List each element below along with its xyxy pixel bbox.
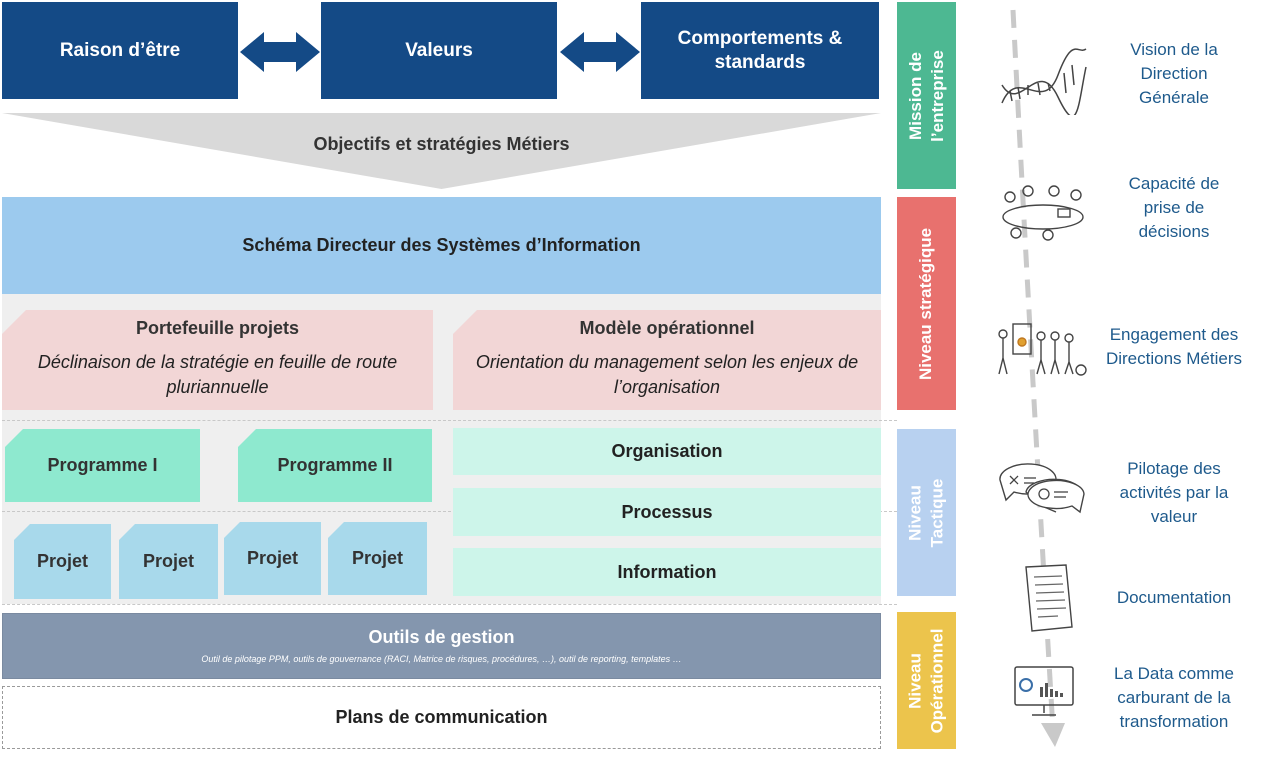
portefeuille-subtitle: Déclinaison de la stratégie en feuille d… (37, 352, 398, 397)
plans-box: Plans de communication (2, 686, 881, 749)
right-label: Engagement des Directions Métiers (1105, 325, 1243, 368)
programme-card: Programme II (238, 429, 432, 502)
team-presentation-icon (998, 323, 1087, 376)
speech-bubbles-icon (999, 463, 1085, 514)
divider-line (2, 420, 897, 421)
modele-card: Modèle opérationnel Orientation du manag… (453, 310, 881, 410)
plans-label: Plans de communication (335, 707, 548, 727)
double-arrow-icon (560, 32, 640, 72)
outils-subtitle: Outil de pilotage PPM, outils de gouvern… (201, 654, 682, 664)
modele-title: Modèle opérationnel (579, 318, 755, 338)
level-label: Niveau Tactique (905, 478, 947, 547)
projet-card: Projet (328, 522, 427, 595)
right-label: Pilotage des activités par la valeur (1119, 459, 1229, 526)
sdsi-box: Schéma Directeur des Systèmes d’Informat… (2, 197, 881, 294)
document-icon (1025, 564, 1073, 632)
processus-label: Processus (621, 501, 713, 522)
projet-label: Projet (36, 551, 88, 571)
right-label-vision: Vision de la Direction Générale (1100, 38, 1248, 110)
programme-label: Programme I (47, 455, 158, 475)
level-band-tactique: Niveau Tactique (897, 429, 956, 596)
raison-box: Raison d’être (2, 2, 238, 99)
sdsi-label: Schéma Directeur des Systèmes d’Informat… (242, 235, 641, 255)
right-label: Vision de la Direction Générale (1130, 40, 1218, 107)
level-label: Mission de l’entreprise (905, 49, 947, 142)
right-label: Capacité de prise de décisions (1128, 174, 1220, 241)
comportements-box: Comportements & standards (641, 2, 879, 99)
modele-subtitle: Orientation du management selon les enje… (475, 352, 859, 397)
projet-label: Projet (351, 548, 403, 568)
level-band-strategique: Niveau stratégique (897, 197, 956, 410)
portefeuille-title: Portefeuille projets (135, 318, 300, 338)
level-band-operationnel: Niveau Opérationnel (897, 612, 956, 749)
double-arrow-icon (240, 32, 320, 72)
level-band-mission: Mission de l’entreprise (897, 2, 956, 189)
level-label: Niveau Opérationnel (905, 628, 947, 733)
projet-card: Projet (119, 524, 218, 599)
valeurs-box: Valeurs (321, 2, 557, 99)
projet-card: Projet (14, 524, 111, 599)
organisation-row: Organisation (453, 428, 881, 475)
valeurs-label: Valeurs (405, 39, 473, 61)
dashboard-monitor-icon (1014, 666, 1074, 716)
raison-label: Raison d’être (59, 39, 181, 61)
comportements-label: Comportements & standards (677, 27, 843, 73)
portefeuille-card: Portefeuille projets Déclinaison de la s… (2, 310, 433, 410)
objectifs-label: Objectifs et stratégies Métiers (313, 133, 570, 154)
outils-title: Outils de gestion (368, 627, 515, 647)
right-label-documentation: Documentation (1100, 585, 1248, 611)
right-label-data: La Data comme carburant de la transforma… (1100, 662, 1248, 734)
programme-card: Programme I (5, 429, 200, 502)
level-label: Niveau stratégique (916, 227, 936, 380)
divider-line (2, 511, 897, 512)
right-label-pilotage: Pilotage des activités par la valeur (1100, 457, 1248, 529)
information-row: Information (453, 548, 881, 596)
processus-row: Processus (453, 488, 881, 536)
information-label: Information (617, 561, 717, 582)
right-label-engagement: Engagement des Directions Métiers (1100, 311, 1248, 383)
right-label: La Data comme carburant de la transforma… (1114, 664, 1234, 731)
right-label: Documentation (1116, 588, 1232, 607)
meeting-table-icon (1002, 185, 1084, 241)
dashed-path-arrow (1010, 9, 1065, 747)
organisation-label: Organisation (611, 441, 723, 461)
divider-line (2, 604, 897, 605)
projet-label: Projet (246, 548, 298, 568)
dna-icon (1001, 48, 1087, 115)
outils-box: Outils de gestion Outil de pilotage PPM,… (2, 613, 881, 679)
projet-label: Projet (142, 551, 194, 571)
programme-label: Programme II (277, 455, 393, 475)
right-label-decisions: Capacité de prise de décisions (1100, 172, 1248, 244)
projet-card: Projet (224, 522, 321, 595)
